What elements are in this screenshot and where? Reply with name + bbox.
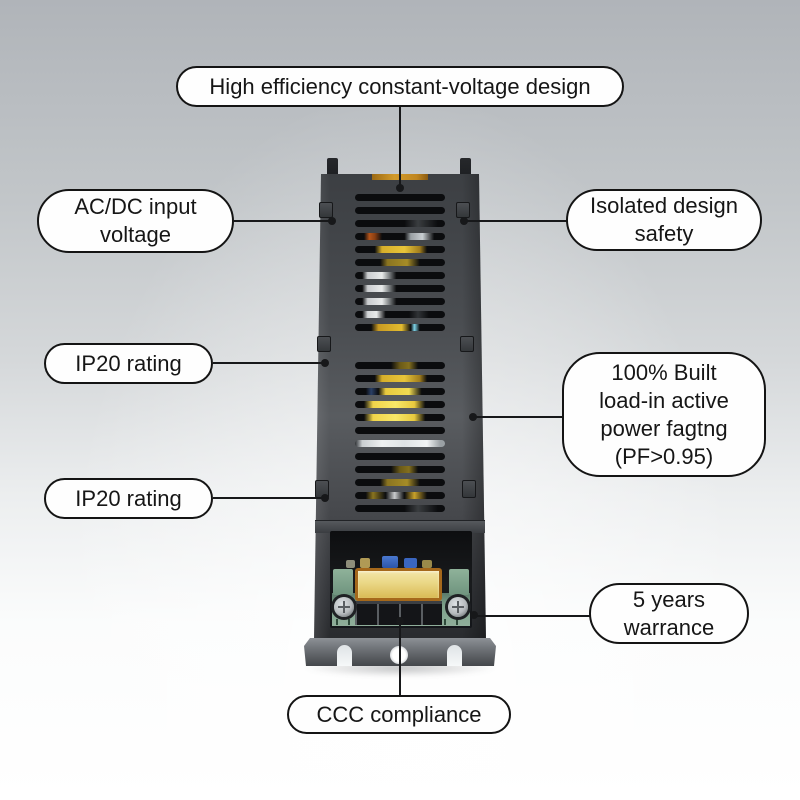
vent-slot	[355, 401, 445, 408]
leader-line	[466, 220, 567, 222]
leader-dot	[396, 184, 404, 192]
callout-label: 100% Built load-in active power fagtng (…	[599, 359, 729, 469]
side-clip	[456, 202, 470, 218]
terminal-compartment	[330, 531, 472, 628]
vent-slot	[355, 492, 445, 499]
vent-slot	[355, 453, 445, 460]
vent-slot	[355, 505, 445, 512]
leader-line	[213, 497, 325, 499]
callout-label: Isolated design safety	[590, 193, 738, 246]
vent-slot	[355, 298, 445, 305]
vent-slot	[355, 207, 445, 214]
callout-ccc-compliance: CCC compliance	[287, 695, 511, 734]
capacitor	[360, 558, 370, 568]
terminal-post-left	[333, 569, 353, 595]
vent-slots-top	[355, 194, 445, 337]
terminal-post-right	[449, 569, 469, 595]
leader-line	[399, 106, 401, 188]
vent-slots-middle	[355, 362, 445, 518]
side-clip	[317, 336, 331, 352]
callout-label: AC/DC input voltage	[74, 194, 197, 247]
callout-warranty: 5 years warrance	[589, 583, 749, 644]
mounting-slot-left	[337, 645, 352, 666]
vent-slot	[355, 246, 445, 253]
side-clip	[460, 336, 474, 352]
vent-slot	[355, 272, 445, 279]
leader-line	[476, 615, 590, 617]
leader-line	[213, 362, 325, 364]
capacitor	[422, 560, 432, 568]
mounting-ear-left	[327, 158, 338, 180]
callout-label: CCC compliance	[316, 701, 482, 727]
vent-slot	[355, 285, 445, 292]
power-supply-unit	[314, 158, 486, 670]
callout-ip20-rating-bottom: IP20 rating	[44, 478, 213, 519]
leader-line	[475, 416, 563, 418]
leader-dot	[460, 217, 468, 225]
terminal-screw-right	[448, 597, 468, 617]
vent-slot	[355, 194, 445, 201]
vent-slot	[355, 311, 445, 318]
vent-slot	[355, 259, 445, 266]
leader-line	[399, 623, 401, 696]
leader-dot	[321, 494, 329, 502]
callout-label: High efficiency constant-voltage design	[209, 73, 591, 99]
side-clip	[462, 480, 476, 498]
side-clip	[319, 202, 333, 218]
wire-terminals	[355, 601, 442, 625]
case-lip	[315, 520, 485, 533]
vent-slot	[355, 233, 445, 240]
vent-slot	[355, 440, 445, 447]
leader-dot	[469, 413, 477, 421]
vent-slot	[355, 375, 445, 382]
trimmer-potentiometer	[382, 556, 398, 568]
terminal-screw-left	[334, 597, 354, 617]
vent-slot	[355, 466, 445, 473]
vent-slot	[355, 362, 445, 369]
capacitor	[404, 558, 417, 568]
callout-high-efficiency: High efficiency constant-voltage design	[176, 66, 624, 107]
callout-ac-dc-input-voltage: AC/DC input voltage	[37, 189, 234, 253]
terminal-cover	[355, 568, 442, 601]
callout-isolated-design-safety: Isolated design safety	[566, 189, 762, 251]
callout-label: IP20 rating	[75, 485, 182, 511]
vent-slot	[355, 388, 445, 395]
callout-ip20-rating-top: IP20 rating	[44, 343, 213, 384]
vent-slot	[355, 479, 445, 486]
mounting-slot-right	[447, 645, 462, 666]
mounting-ear-right	[460, 158, 471, 180]
leader-dot	[470, 611, 478, 619]
callout-power-factor: 100% Built load-in active power fagtng (…	[562, 352, 766, 477]
leader-dot	[328, 217, 336, 225]
callout-label: IP20 rating	[75, 350, 182, 376]
vent-slot	[355, 324, 445, 331]
leader-dot	[396, 617, 404, 625]
leader-line	[234, 220, 330, 222]
vent-slot	[355, 427, 445, 434]
vent-slot	[355, 220, 445, 227]
vent-slot	[355, 414, 445, 421]
leader-dot	[321, 359, 329, 367]
callout-label: 5 years warrance	[623, 586, 715, 640]
capacitor	[346, 560, 355, 568]
